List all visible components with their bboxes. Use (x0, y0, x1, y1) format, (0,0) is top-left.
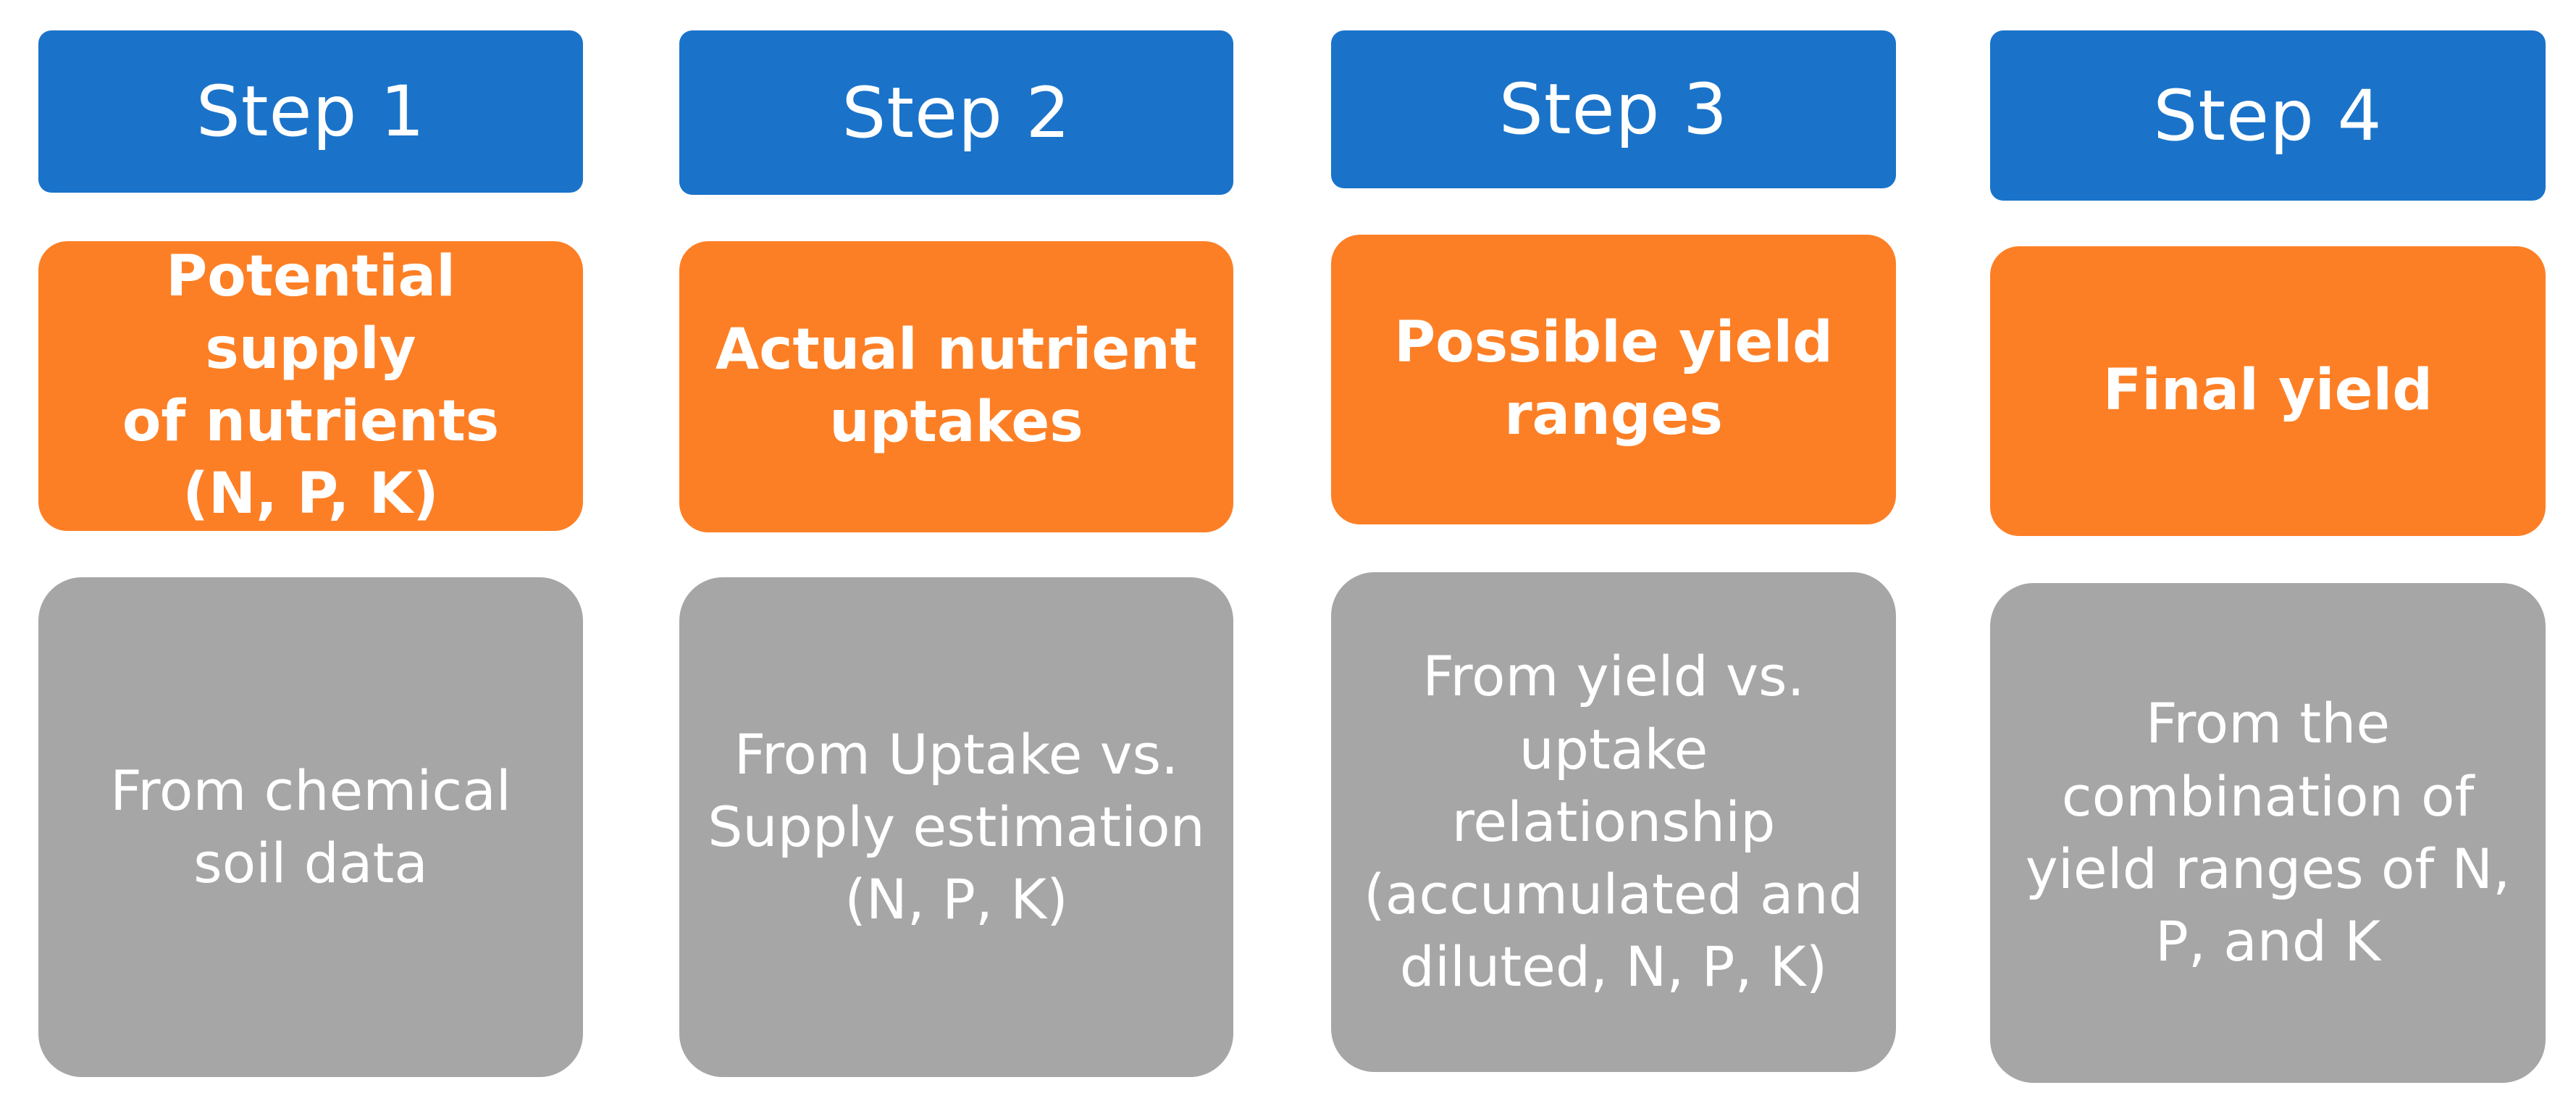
step-4-label: Step 4 (2153, 75, 2383, 156)
step-1-title-box: Potential supply of nutrients (N, P, K) (38, 241, 583, 531)
step-3-label: Step 3 (1498, 69, 1729, 150)
step-2-description-box: From Uptake vs. Supply estimation (N, P,… (679, 577, 1233, 1077)
step-4-description-box: From the combination of yield ranges of … (1990, 583, 2546, 1083)
step-1-description: From chemical soil data (110, 758, 511, 895)
step-2-title: Actual nutrient uptakes (715, 317, 1198, 455)
step-2-header: Step 2 (679, 30, 1233, 195)
step-1-header: Step 1 (38, 30, 583, 193)
step-3-description-box: From yield vs. uptake relationship (accu… (1331, 572, 1896, 1072)
step-4-header: Step 4 (1990, 30, 2546, 201)
step-3-header: Step 3 (1331, 30, 1896, 188)
step-2-title-box: Actual nutrient uptakes (679, 241, 1233, 532)
step-4-title: Final yield (2102, 358, 2433, 424)
step-4-title-box: Final yield (1990, 246, 2546, 536)
step-1-label: Step 1 (196, 71, 426, 152)
step-3-title-box: Possible yield ranges (1331, 235, 1896, 524)
step-2-label: Step 2 (842, 72, 1071, 154)
step-3-description: From yield vs. uptake relationship (accu… (1364, 644, 1863, 1000)
step-1-title: Potential supply of nutrients (N, P, K) (122, 244, 500, 527)
step-4-description: From the combination of yield ranges of … (2025, 691, 2511, 974)
step-1-description-box: From chemical soil data (38, 577, 583, 1077)
step-3-title: Possible yield ranges (1393, 310, 1834, 448)
step-2-description: From Uptake vs. Supply estimation (N, P,… (708, 721, 1205, 932)
